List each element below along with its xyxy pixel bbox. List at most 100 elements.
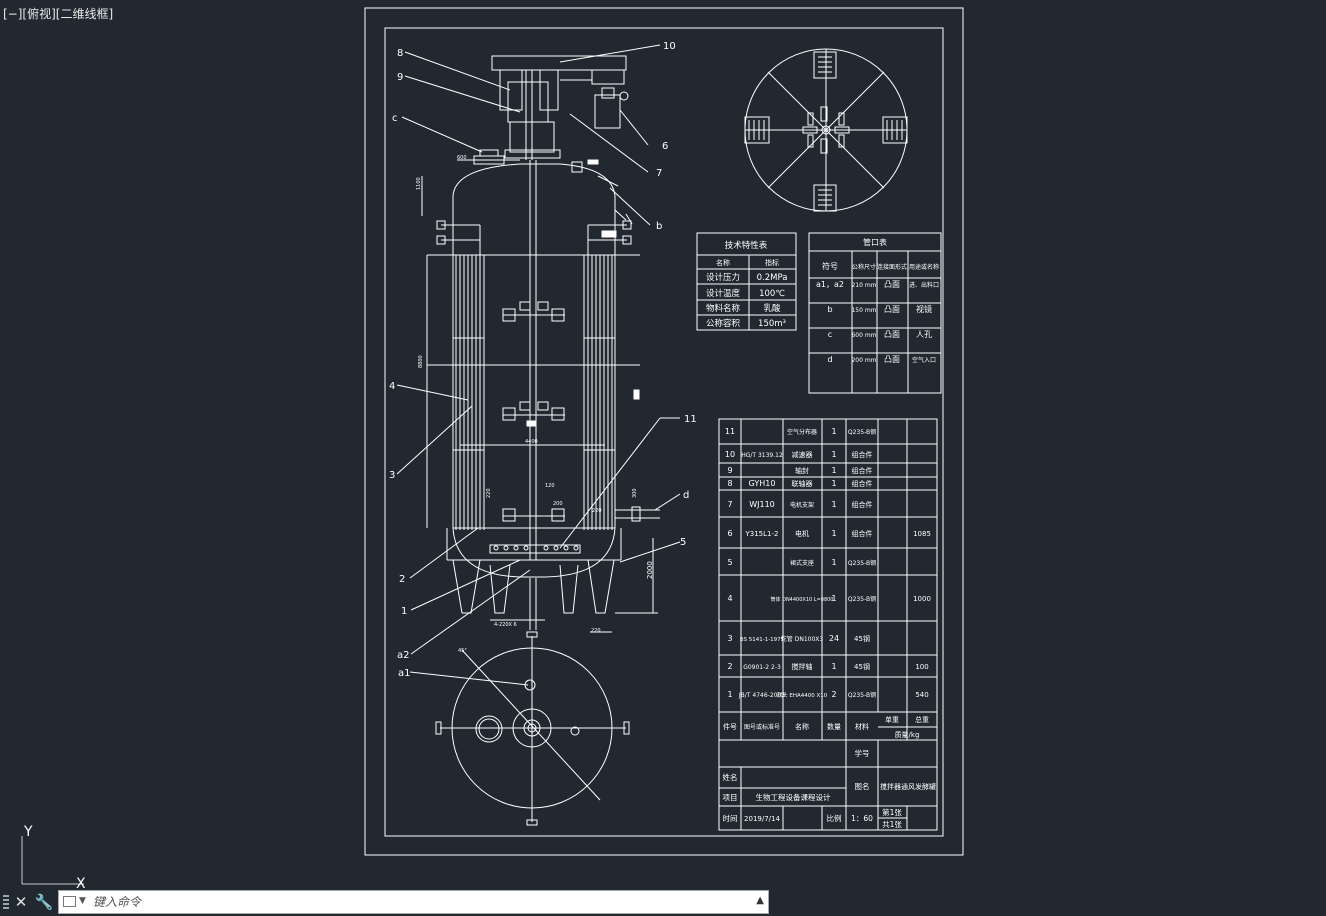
bom-cell: 减速器 — [792, 450, 813, 459]
bom-cell: HG/T 3139.12 — [741, 452, 783, 459]
command-input-box[interactable]: ▼ ▲ — [58, 890, 769, 914]
bom-cell: 1 — [831, 500, 836, 509]
bom-cell: BS 5141-1-1975 — [740, 637, 785, 643]
dim-200: 200 — [553, 501, 563, 507]
bom-header-drawing-no: 图号或标准号 — [744, 723, 780, 731]
bom-header-part-no: 件号 — [723, 722, 737, 731]
drag-grip-icon[interactable] — [3, 895, 9, 911]
name-label: 姓名 — [723, 772, 738, 782]
student-no-label: 学号 — [855, 748, 870, 758]
bom-cell: 7 — [727, 500, 732, 509]
tech-header-value: 指标 — [765, 258, 779, 267]
nozzle-cell: 150 mm — [851, 307, 876, 314]
bom-cell: 1 — [831, 558, 836, 567]
bom-cell: 电机 — [795, 529, 809, 538]
sheet-outer-border — [364, 7, 964, 856]
ucs-y-label: Y — [23, 824, 33, 840]
bom-cell: 空气分布器 — [787, 428, 817, 436]
callout-5: 5 — [680, 537, 686, 548]
callout-10: 10 — [663, 41, 676, 52]
bom-cell: 电机支架 — [790, 501, 814, 509]
nozzle-cell: 视镜 — [916, 304, 932, 314]
dim-220-c: 220 — [591, 628, 601, 634]
wrench-icon[interactable]: 🔧 — [34, 893, 54, 911]
callout-3: 3 — [389, 470, 395, 481]
vessel-plan-view — [435, 631, 630, 826]
chevron-down-icon[interactable]: ▼ — [79, 896, 86, 906]
bom-cell: 组合件 — [852, 479, 873, 488]
bom-cell: 1 — [727, 690, 732, 699]
bom-header-total-weight: 总重 — [915, 715, 929, 724]
nozzle-header: 连接面形式 — [877, 263, 907, 271]
dim-1100: 1100 — [416, 177, 422, 190]
bom-cell: JB/T 4746-2002 — [738, 692, 785, 699]
bom-cell: Q235-B钢 — [848, 595, 876, 603]
nozzle-cell: 200 mm — [851, 357, 876, 364]
bom-cell: 1 — [831, 594, 836, 603]
dim-220-b: 220 — [592, 508, 602, 514]
vessel-elevation — [421, 55, 660, 633]
callout-6: 6 — [662, 141, 668, 152]
bom-cell: Q235-B钢 — [848, 559, 876, 567]
bom-cell: 5 — [727, 558, 732, 567]
bom-cell: 2 — [831, 690, 836, 699]
coil-bottom-bends — [493, 545, 579, 551]
close-icon[interactable]: ✕ — [14, 893, 28, 911]
impeller-plan-view — [744, 48, 908, 212]
callout-b: b — [656, 221, 662, 232]
sheet-inner-border — [384, 27, 944, 837]
bom-cell: GYH10 — [749, 479, 776, 488]
nozzle-table-title: 管口表 — [863, 237, 887, 247]
dim-4400: 4400 — [525, 439, 538, 445]
nozzle-header: 用途或名称 — [909, 263, 939, 271]
bom-cell: 6 — [727, 529, 732, 538]
callout-11: 11 — [684, 414, 697, 425]
bom-cell: 1085 — [913, 530, 931, 538]
callout-9: 9 — [397, 72, 403, 83]
dim-2000: 2000 — [646, 561, 654, 579]
drawing-title-label: 图名 — [855, 781, 870, 791]
ucs-icon: Y X — [21, 824, 86, 892]
bom-cell: 封头 EHA4400 X10 — [777, 691, 828, 699]
bom-cell: 组合件 — [852, 450, 873, 459]
cooling-coil-right — [583, 220, 632, 530]
bom-header-unit-weight: 单重 — [885, 715, 899, 724]
callout-7: 7 — [656, 168, 662, 179]
bom-cell: G0901-2 2-3 — [743, 664, 781, 671]
ucs-x-label: X — [76, 876, 86, 892]
bom-cell: 24 — [829, 634, 839, 643]
bom-cell: 搅拌轴 — [792, 662, 813, 671]
project-name: 生物工程设备课程设计 — [756, 792, 831, 802]
dim-bolt: 4-220X 6 — [494, 622, 517, 628]
bom-cell: 1 — [831, 529, 836, 538]
nozzle-cell: 凸面 — [884, 355, 900, 364]
sheet-no: 第1张 — [882, 807, 902, 817]
bom-cell: 轴封 — [795, 466, 809, 475]
bom-cell: 1 — [831, 427, 836, 436]
bom-cell: 蛇管 DN100X3 — [781, 635, 824, 643]
bom-cell: Q235-B钢 — [848, 428, 876, 436]
date-label: 时间 — [723, 813, 738, 823]
command-line-bar: ✕ 🔧 ▼ ▲ — [0, 887, 772, 916]
callout-a2: a2 — [397, 650, 410, 661]
tech-cell: 公称容积 — [706, 318, 741, 329]
terminal-icon[interactable] — [63, 896, 76, 907]
project-label: 项目 — [723, 793, 738, 802]
bom-cell: 10 — [725, 450, 735, 459]
sheet-total: 共1张 — [882, 820, 902, 829]
tech-cell: 乳酸 — [763, 303, 781, 314]
nozzle-header: 符号 — [822, 261, 838, 271]
dim-8800: 8800 — [418, 355, 424, 368]
callout-a1: a1 — [398, 668, 411, 679]
tech-cell: 设计压力 — [706, 272, 740, 283]
nozzle-cell: 凸面 — [884, 305, 900, 314]
date-value: 2019/7/14 — [744, 815, 780, 823]
chevron-up-icon[interactable]: ▲ — [756, 895, 764, 906]
command-input[interactable] — [93, 893, 733, 911]
bom-cell: 45钢 — [854, 634, 870, 643]
dim-120: 120 — [545, 483, 555, 489]
nozzle-cell: 凸面 — [884, 280, 900, 289]
scale-label: 比例 — [827, 813, 842, 823]
viewport-controls[interactable]: [−][俯视][二维线框] — [3, 7, 114, 21]
